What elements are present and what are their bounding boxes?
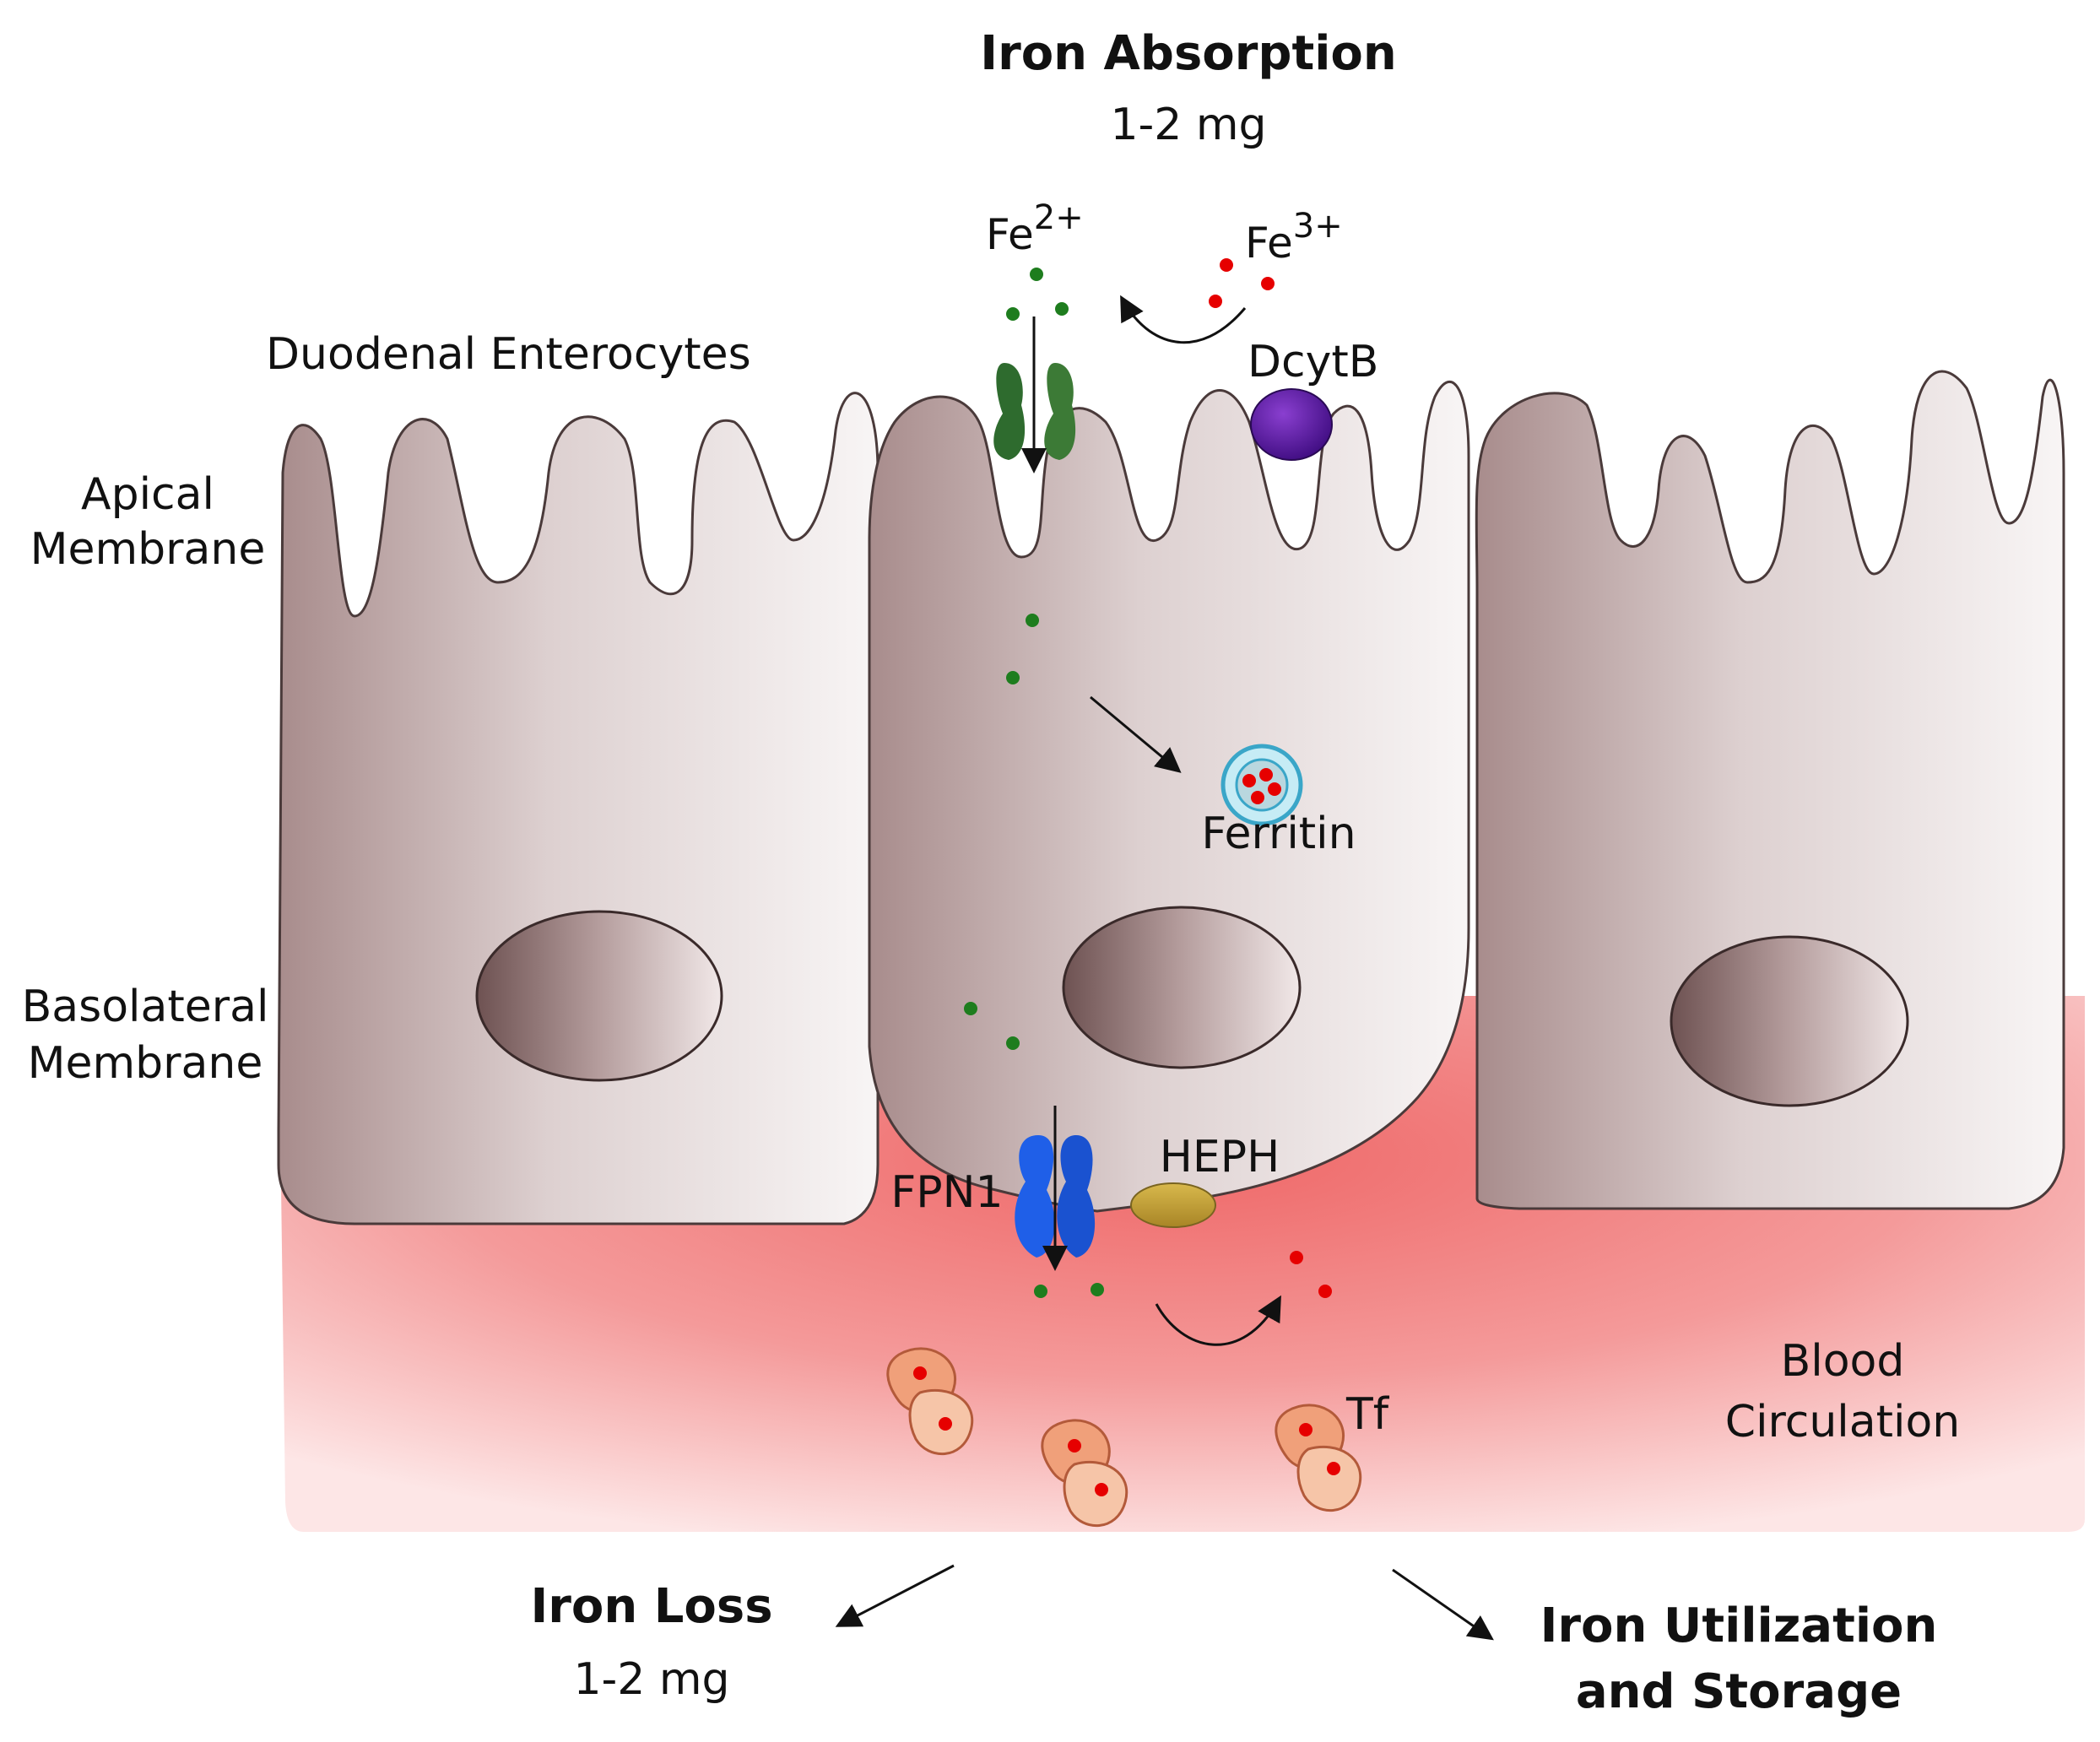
transferrin-2 bbox=[1041, 1419, 1128, 1528]
transferrin-label: Tf bbox=[1345, 1389, 1390, 1440]
dmt1-transporter bbox=[993, 363, 1076, 460]
transferrin-3 bbox=[1275, 1404, 1362, 1512]
iron-loss-amount: 1-2 mg bbox=[573, 1654, 729, 1705]
absorption-amount: 1-2 mg bbox=[1110, 100, 1266, 150]
dcytb-label: DcytB bbox=[1248, 337, 1378, 387]
iron-utilization-title-1: Iron Utilization bbox=[1540, 1599, 1938, 1653]
transferrin-1 bbox=[886, 1347, 974, 1456]
fe3-label: Fe3+ bbox=[1245, 207, 1343, 268]
blood-circulation-label-1: Blood bbox=[1781, 1336, 1905, 1387]
apical-membrane-label-1: Apical bbox=[81, 469, 214, 520]
enterocyte-right bbox=[1475, 370, 2065, 1210]
iron-utilization-title-2: and Storage bbox=[1576, 1664, 1902, 1719]
iron-utilization-arrow bbox=[1392, 1568, 1494, 1641]
blood-circulation-label-2: Circulation bbox=[1725, 1397, 1960, 1447]
duodenal-enterocytes-label: Duodenal Enterocytes bbox=[266, 329, 751, 380]
hephaestin-label: HEPH bbox=[1160, 1132, 1280, 1182]
ferric-iron-lumen bbox=[1209, 258, 1275, 308]
fe2-label: Fe2+ bbox=[986, 198, 1084, 259]
enterocyte-left bbox=[277, 392, 880, 1225]
reduction-arrow bbox=[1120, 295, 1247, 344]
ferrous-iron-apical bbox=[1006, 268, 1069, 321]
oxidation-arrow bbox=[1155, 1295, 1281, 1346]
ferrous-iron-cytosol bbox=[964, 614, 1039, 1050]
apical-membrane-label-2: Membrane bbox=[30, 524, 266, 575]
dcytb-protein bbox=[1250, 388, 1333, 461]
transferrin-molecules bbox=[886, 1347, 1362, 1528]
ferroportin-transporter bbox=[1015, 1135, 1096, 1258]
basolateral-membrane-label-1: Basolateral bbox=[22, 982, 269, 1032]
ferritin-label: Ferritin bbox=[1201, 809, 1356, 859]
nucleus-middle bbox=[1062, 906, 1302, 1069]
nucleus-right bbox=[1670, 935, 1909, 1107]
hephaestin-protein bbox=[1130, 1182, 1216, 1228]
enterocyte-middle bbox=[868, 380, 1470, 1213]
ferrous-iron-blood bbox=[1034, 1283, 1104, 1298]
basolateral-membrane-label-2: Membrane bbox=[28, 1038, 263, 1089]
iron-loss-title: Iron Loss bbox=[530, 1579, 772, 1634]
ferric-iron-blood bbox=[1290, 1251, 1332, 1298]
nucleus-left bbox=[475, 910, 723, 1082]
ferritin-storage-arrow bbox=[1090, 695, 1182, 773]
ferroportin-label: FPN1 bbox=[890, 1167, 1003, 1218]
diagram-title: Iron Absorption bbox=[980, 26, 1397, 81]
ferritin-complex bbox=[1220, 744, 1303, 826]
iron-loss-arrow bbox=[835, 1564, 955, 1627]
